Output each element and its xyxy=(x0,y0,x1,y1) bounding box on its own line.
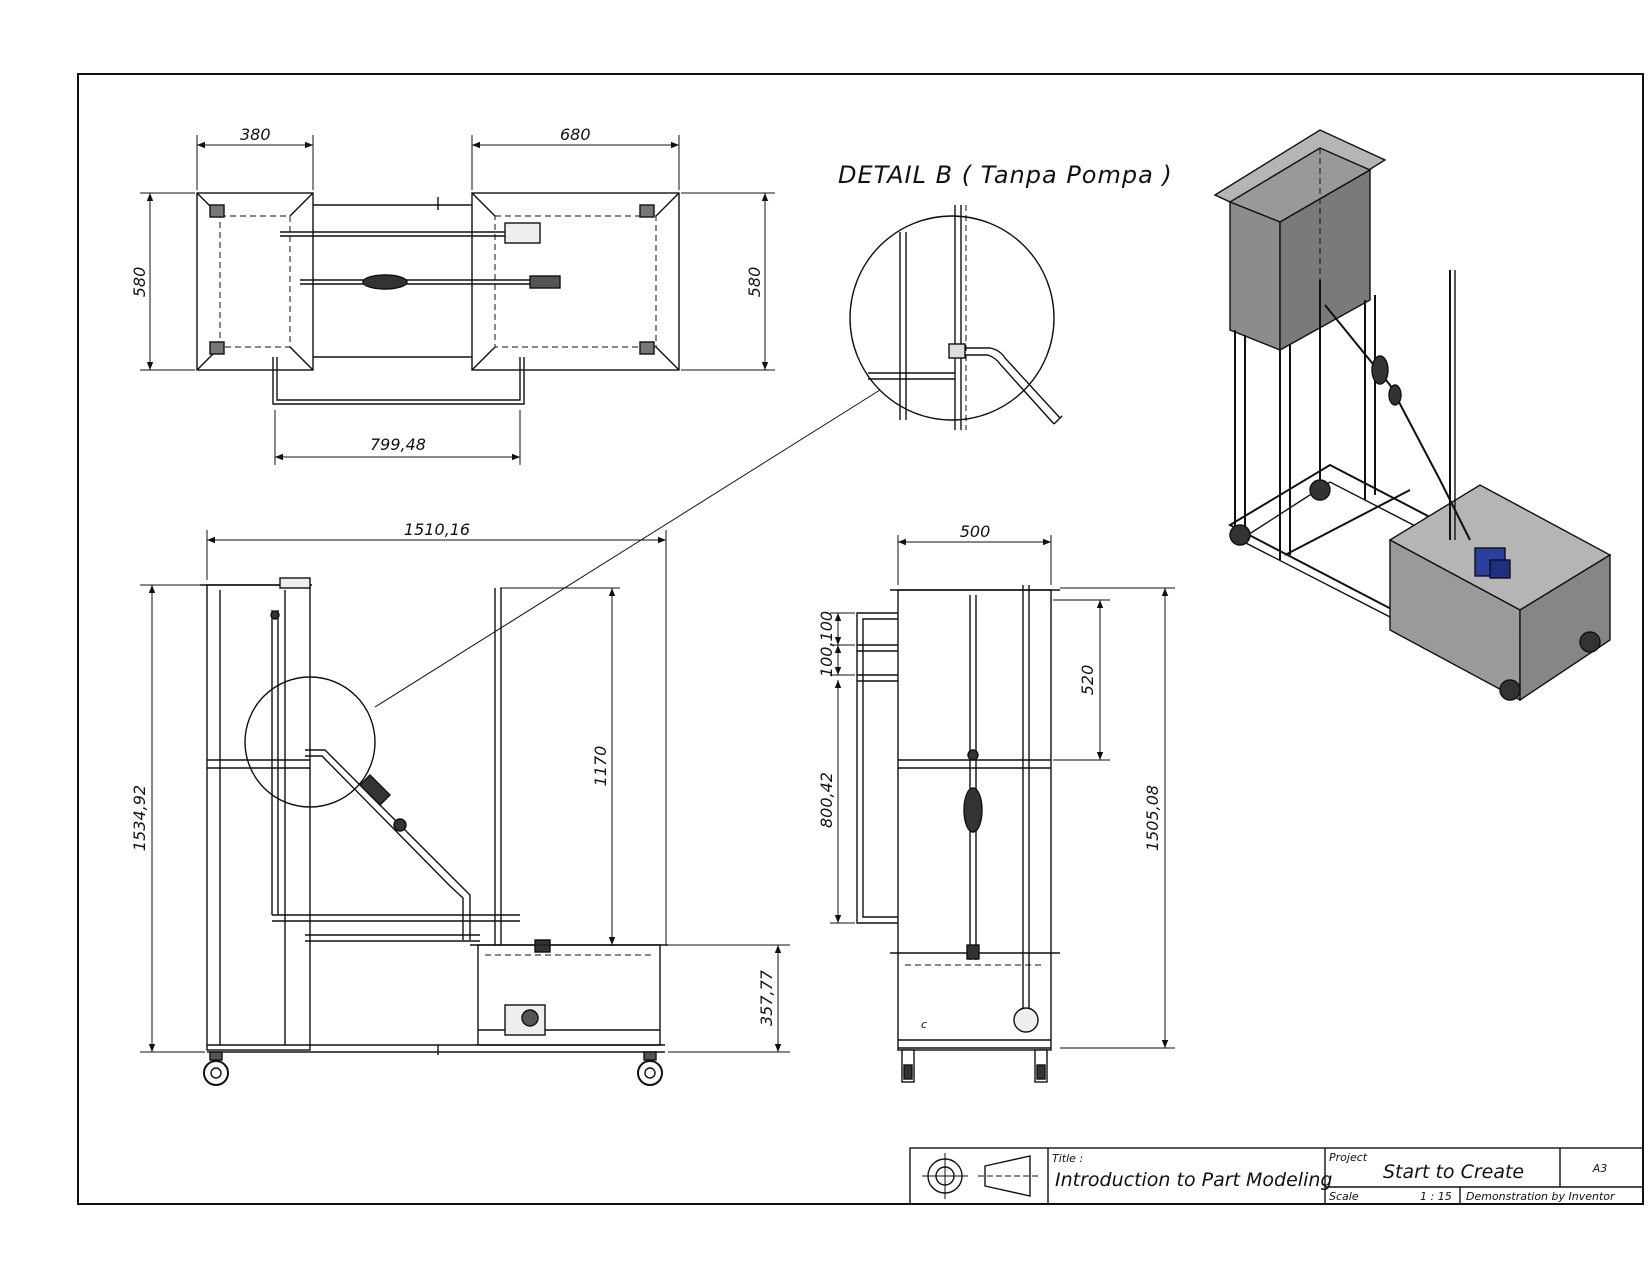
dim-top-bottom-span: 799,48 xyxy=(370,435,426,454)
projection-symbol-icon xyxy=(922,1153,1038,1199)
detail-b-view xyxy=(849,205,1063,430)
detail-title: DETAIL B ( Tanpa Pompa ) xyxy=(838,161,1173,189)
front-view xyxy=(200,577,668,1086)
dim-side-upper: 520 xyxy=(1078,665,1097,696)
dim-front-width: 1510,16 xyxy=(404,520,470,539)
dim-top-right-width: 680 xyxy=(560,125,591,144)
side-marker: c xyxy=(921,1018,927,1031)
side-view xyxy=(856,585,1060,1083)
dim-front-lower-box: 357,77 xyxy=(757,969,776,1026)
credit: Demonstration by Inventor xyxy=(1466,1190,1616,1203)
dim-front-pipe: 1170 xyxy=(591,746,610,787)
dim-side-lower: 800,42 xyxy=(817,772,836,828)
isometric-view xyxy=(1213,129,1612,702)
title-label: Title : xyxy=(1052,1152,1083,1165)
dim-side-spacing: 100,100 xyxy=(817,611,836,677)
top-view xyxy=(196,192,680,405)
dim-side-width: 500 xyxy=(960,522,991,541)
sheet-border xyxy=(77,73,1644,1205)
project-label: Project xyxy=(1329,1151,1368,1164)
dim-top-left-height: 580 xyxy=(130,267,149,298)
sheet-size: A3 xyxy=(1592,1162,1608,1175)
project-value: Start to Create xyxy=(1383,1161,1524,1183)
dim-side-total: 1505,08 xyxy=(1143,785,1162,851)
dim-top-right-height: 580 xyxy=(745,267,764,298)
title-value: Introduction to Part Modeling xyxy=(1055,1169,1332,1191)
scale-value: 1 : 15 xyxy=(1420,1190,1452,1203)
dim-front-height: 1534,92 xyxy=(130,785,149,851)
detail-leader xyxy=(374,389,881,708)
title-block xyxy=(909,1147,1644,1205)
scale-label: Scale xyxy=(1329,1190,1359,1203)
dim-top-left-width: 380 xyxy=(240,125,271,144)
